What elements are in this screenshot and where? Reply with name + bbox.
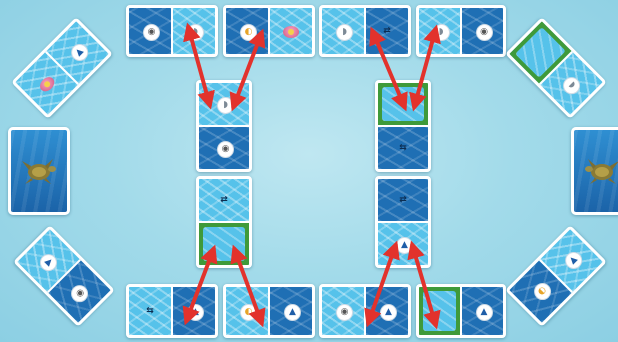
tile-half: ◗ xyxy=(419,8,460,54)
tile-center-right-top[interactable]: ⇆ xyxy=(375,80,431,172)
tile-half: ◉ xyxy=(322,287,364,335)
tile-center-right-bottom[interactable]: ⇄ ▲ xyxy=(375,176,431,268)
seagull-icon: ◗ xyxy=(560,74,584,98)
arrows-glyph: ⇄ xyxy=(399,195,407,205)
eye-token-icon: ◉ xyxy=(217,141,234,158)
fin-token-icon: ▲ xyxy=(476,304,493,321)
arrows-glyph: ⇄ xyxy=(383,26,391,36)
tile-top-1[interactable]: ◉ ◗ xyxy=(126,5,218,57)
sun-token-icon: ◐ xyxy=(531,280,555,304)
tile-diag-bottom-left[interactable]: ▲ ◉ xyxy=(13,225,115,327)
sea-flower-icon xyxy=(34,71,59,96)
sun-token-icon: ◐ xyxy=(240,24,257,41)
tile-half: ◗ xyxy=(171,8,215,54)
tile-half: ▲ xyxy=(171,287,215,335)
tile-half: ⇄ xyxy=(378,179,428,221)
tile-bottom-3[interactable]: ◉ ▲ xyxy=(319,284,411,338)
eye-token-icon: ◉ xyxy=(143,24,160,41)
tile-center-left-top[interactable]: ◗ ◉ xyxy=(196,80,252,172)
tile-top-3[interactable]: ◗ ⇄ xyxy=(319,5,411,57)
tile-bottom-2[interactable]: ◐ ▲ xyxy=(223,284,315,338)
player-card-right[interactable] xyxy=(571,127,618,215)
tile-top-4[interactable]: ◗ ◉ xyxy=(416,5,506,57)
tile-diag-top-right[interactable]: ◗ xyxy=(505,17,607,119)
tile-half: ◗ xyxy=(322,8,364,54)
tile-half xyxy=(268,8,312,54)
tile-top-2[interactable]: ◐ xyxy=(223,5,315,57)
sea-turtle-icon xyxy=(582,151,618,191)
tile-half: ⇄ xyxy=(364,8,408,54)
eye-token-icon: ◉ xyxy=(68,282,92,306)
tile-half: ▲ xyxy=(268,287,312,335)
tile-half: ⇄ xyxy=(199,179,249,221)
tile-diag-top-left[interactable]: ▲ xyxy=(11,17,113,119)
swap-glyph: ⇆ xyxy=(399,143,407,153)
sea-flower-icon xyxy=(528,40,553,65)
tile-half: ▲ xyxy=(364,287,408,335)
seagull-icon: ◗ xyxy=(433,24,450,41)
seagull-icon: ◗ xyxy=(187,24,204,41)
fin-token-icon: ▲ xyxy=(68,40,92,64)
seagull-icon: ◗ xyxy=(217,97,234,114)
tile-half xyxy=(419,287,460,335)
fin-token-icon: ▲ xyxy=(562,248,586,272)
arrows-glyph: ⇄ xyxy=(220,195,228,205)
tile-half: ◗ xyxy=(199,83,249,125)
player-card-left[interactable] xyxy=(8,127,70,215)
tile-half: ◉ xyxy=(199,125,249,169)
sea-flower-icon xyxy=(281,23,301,39)
tile-bottom-4[interactable]: ▲ xyxy=(416,284,506,338)
tile-diag-bottom-right[interactable]: ◐ ▲ xyxy=(505,225,607,327)
fin-token-icon: ▲ xyxy=(380,304,397,321)
tile-half: ⇆ xyxy=(378,125,428,169)
tile-half: ▲ xyxy=(460,287,503,335)
tile-half: ◉ xyxy=(460,8,503,54)
sea-flower-icon xyxy=(393,96,413,112)
sea-flower-icon xyxy=(214,236,234,252)
tile-half xyxy=(378,83,428,125)
tile-half: ▲ xyxy=(378,221,428,265)
fin-token-icon: ▲ xyxy=(396,237,413,254)
seagull-icon: ◗ xyxy=(336,24,353,41)
sea-turtle-icon xyxy=(19,151,59,191)
sun-token-icon: ◐ xyxy=(240,304,257,321)
tile-half: ◉ xyxy=(129,8,171,54)
fin-token-icon: ▲ xyxy=(187,304,204,321)
swap-glyph: ⇆ xyxy=(146,306,154,316)
tile-half xyxy=(199,221,249,265)
fin-token-icon: ▲ xyxy=(36,251,60,275)
eye-token-icon: ◉ xyxy=(336,304,353,321)
tile-half: ⇆ xyxy=(129,287,171,335)
fin-token-icon: ▲ xyxy=(284,304,301,321)
tile-half: ◐ xyxy=(226,287,268,335)
tile-bottom-1[interactable]: ⇆ ▲ xyxy=(126,284,218,338)
eye-token-icon: ◉ xyxy=(476,24,493,41)
tile-half: ◐ xyxy=(226,8,268,54)
tile-center-left-bottom[interactable]: ⇄ xyxy=(196,176,252,268)
